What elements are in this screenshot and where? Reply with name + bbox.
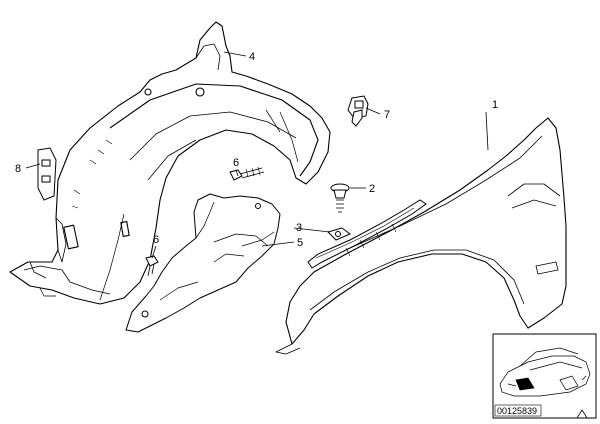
- leader-6a: [235, 169, 239, 177]
- leader-1: [485, 111, 489, 151]
- push-nut: [330, 183, 350, 213]
- inner-cover-panel: [125, 193, 281, 333]
- wheel-arch-liner: [9, 21, 331, 305]
- callout-8: 8: [15, 163, 21, 175]
- triangle-icon: [576, 409, 588, 419]
- callout-3: 3: [296, 222, 302, 234]
- callout-labels: 1 2 3 4 5 6 6 7 8: [15, 51, 498, 249]
- fender-trim-strip: [307, 199, 427, 269]
- callout-7: 7: [384, 109, 390, 121]
- spring-nut: [327, 227, 351, 241]
- car-thumbnail-icon: [499, 347, 591, 397]
- callout-5: 5: [297, 237, 303, 249]
- front-fender: [275, 117, 567, 355]
- callout-6b: 6: [153, 234, 159, 246]
- leader-5: [261, 241, 295, 247]
- hex-bolt-upper: [229, 166, 265, 181]
- car-thumbnail: 00125839: [492, 333, 597, 419]
- plug-clip: [347, 95, 369, 127]
- leader-3: [293, 227, 331, 233]
- bracket: [37, 147, 57, 201]
- callout-2: 2: [369, 183, 375, 195]
- leader-lines: [25, 51, 489, 259]
- callout-4: 4: [249, 51, 255, 63]
- callout-1: 1: [492, 99, 498, 111]
- callout-6a: 6: [233, 157, 239, 169]
- leader-8: [25, 163, 41, 169]
- leader-6b: [151, 245, 157, 259]
- leader-7: [365, 107, 381, 115]
- leader-4: [223, 51, 247, 57]
- reference-code: 00125839: [497, 406, 537, 416]
- hex-bolt-lower: [145, 255, 159, 277]
